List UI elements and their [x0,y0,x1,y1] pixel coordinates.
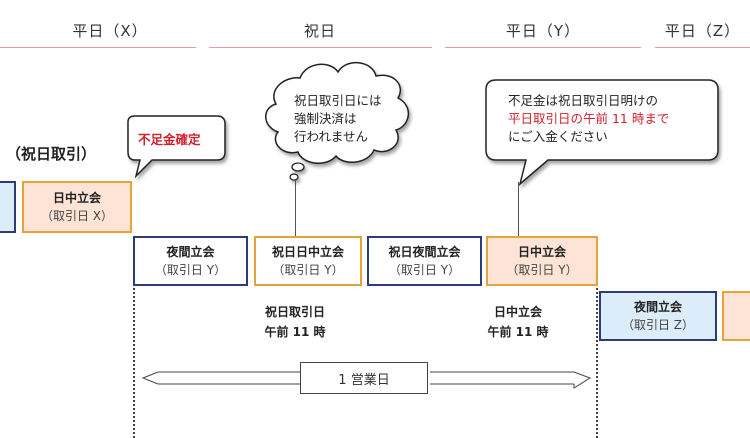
deposit-note-text: 不足金は祝日取引日明けの 平日取引日の午前 11 時まで にご入金ください [508,92,713,146]
cloud-line-3: 行われません [294,129,369,144]
session-title: 夜間立会 [166,245,215,259]
session-right-partial [722,291,750,341]
time-line-1: 日中立会 [493,305,542,319]
holiday-cloud-shape [265,62,409,181]
header-underline-holiday [209,47,432,48]
session-title: 祝日夜間立会 [388,245,461,259]
header-underline-z [655,47,750,48]
deposit-line-1: 不足金は祝日取引日明けの [508,93,659,108]
deposit-line-2: 平日取引日の午前 11 時まで [508,111,670,126]
session-day-y: 日中立会 （取引日 Y） [486,236,598,286]
session-title: 祝日日中立会 [271,245,344,259]
cloud-line-1: 祝日取引日には [294,93,382,108]
header-weekday-x: 平日（X） [72,22,148,40]
session-holiday-day-y: 祝日日中立会 （取引日 Y） [254,236,362,286]
session-sub: （取引日 Y） [506,263,578,277]
session-sub: （取引日 Z） [621,318,695,332]
time-line-1: 祝日取引日 [264,305,325,319]
shortage-confirmed-text: 不足金確定 [138,132,201,147]
dotted-separator-right [596,288,598,438]
session-sub: （取引日 Y） [388,263,461,277]
deposit-bubble-shape [485,79,719,187]
holiday-time-connector [295,180,296,236]
cloud-line-2: 強制決済は [294,111,357,126]
session-holiday-night-y: 祝日夜間立会 （取引日 Y） [367,236,482,286]
header-underline-y [445,47,641,48]
time-line-2: 午前 11 時 [487,325,549,339]
header-weekday-y: 平日（Y） [505,22,581,40]
shortage-bubble-shape [127,115,226,179]
session-day-x: 日中立会 （取引日 X） [22,181,132,233]
session-night-y: 夜間立会 （取引日 Y） [133,236,248,286]
dotted-separator-left [133,288,135,438]
span-arrow [141,371,592,389]
time-line-2: 午前 11 時 [264,325,326,339]
session-sub: （取引日 X） [40,209,114,223]
session-sub: （取引日 Y） [272,263,344,277]
deposit-line-3: にご入金ください [508,129,608,144]
session-night-z: 夜間立会 （取引日 Z） [599,291,717,341]
header-weekday-z: 平日（Z） [664,22,741,40]
session-title: 夜間立会 [633,300,682,314]
session-title: 日中立会 [52,191,101,205]
session-title: 日中立会 [517,245,566,259]
holiday-cloud-text: 祝日取引日には 強制決済は 行われません [294,92,394,146]
day-time-connector [518,182,519,236]
holiday-11am-label: 祝日取引日 午前 11 時 [245,302,345,342]
section-label: （祝日取引） [6,145,97,163]
session-left-partial [0,181,16,233]
header-underline-x [0,47,196,48]
session-sub: （取引日 Y） [154,263,227,277]
header-holiday: 祝日 [303,22,336,40]
business-day-span-label: 1 営業日 [300,362,428,394]
day-11am-label: 日中立会 午前 11 時 [468,302,568,342]
